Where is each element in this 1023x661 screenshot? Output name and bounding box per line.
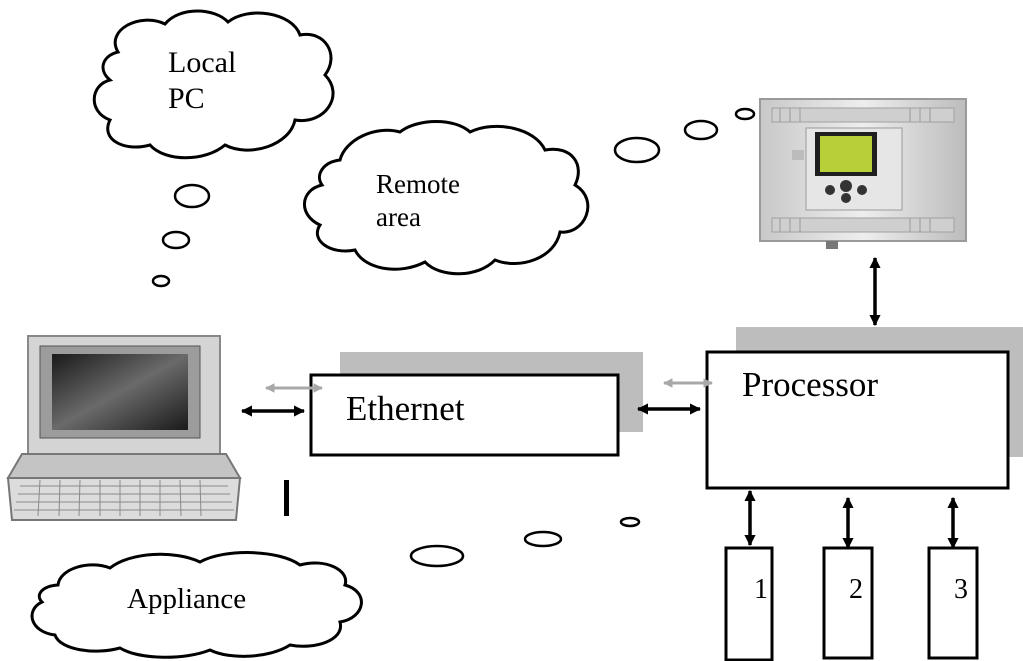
plc-controller-icon xyxy=(759,98,967,249)
processor-box: Processor xyxy=(705,327,1023,490)
thought-bubble-small xyxy=(734,107,756,121)
ethernet-box: Ethernet xyxy=(309,352,643,457)
cloud-remote-area: Remote area xyxy=(303,120,590,276)
cloud-local-pc-line1: Local xyxy=(168,46,236,79)
text-cursor-icon xyxy=(284,480,289,516)
cloud-remote-area-line2: area xyxy=(376,202,421,232)
cloud-remote-area-line1: Remote xyxy=(376,169,460,199)
cloud-appliance: Appliance xyxy=(30,551,363,659)
thought-bubble-large xyxy=(613,136,661,164)
thought-bubbles-appliance xyxy=(409,516,641,568)
thought-bubble-medium xyxy=(523,530,563,548)
thought-bubble-medium xyxy=(161,230,191,250)
thought-bubble-large xyxy=(409,544,465,568)
thought-bubble-large xyxy=(173,183,211,209)
output-box-1: 1 xyxy=(724,546,774,661)
thought-bubble-medium xyxy=(683,119,719,141)
thought-bubble-small xyxy=(151,274,171,288)
thought-bubbles-local xyxy=(151,183,211,288)
cloud-local-pc-line2: PC xyxy=(168,82,205,115)
cloud-local-pc: Local PC xyxy=(92,9,335,160)
output-box-3: 3 xyxy=(927,546,979,660)
thought-bubbles-remote xyxy=(613,107,756,164)
ethernet-label: Ethernet xyxy=(346,389,465,428)
output-box-2-label: 2 xyxy=(849,574,863,605)
cloud-appliance-label: Appliance xyxy=(127,583,246,615)
output-box-1-label: 1 xyxy=(754,574,768,605)
thought-bubble-small xyxy=(619,516,641,528)
output-box-3-label: 3 xyxy=(954,574,968,605)
output-box-2: 2 xyxy=(822,546,874,660)
processor-label: Processor xyxy=(742,365,878,404)
laptop-computer-icon xyxy=(6,335,242,521)
